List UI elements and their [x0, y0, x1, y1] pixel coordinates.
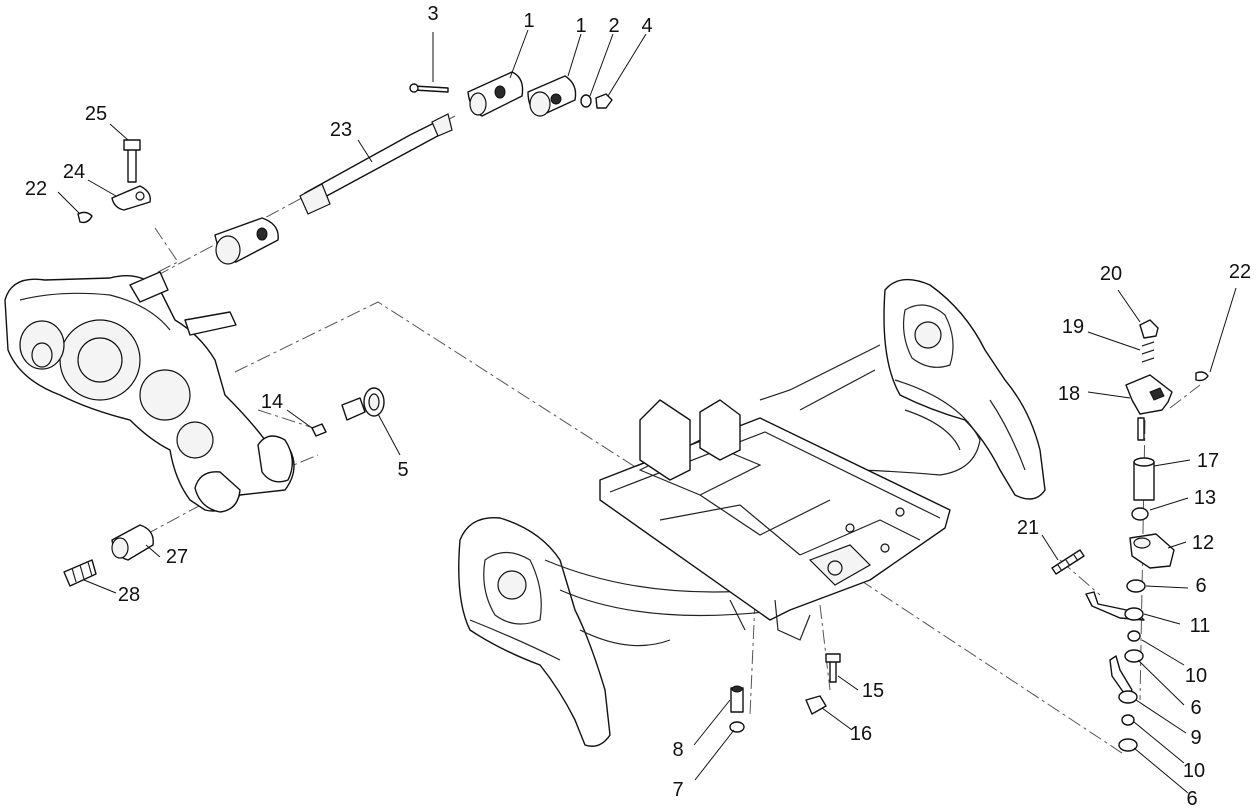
callout-13: 13: [1194, 487, 1216, 509]
callout-12: 12: [1192, 532, 1214, 554]
callout-6: 6: [1190, 697, 1201, 719]
callout-23: 23: [330, 119, 352, 141]
leader-lines: [57, 29, 1237, 794]
transmission-housing: [4, 271, 295, 513]
callout-10: 10: [1185, 665, 1207, 687]
callout-22: 22: [1229, 261, 1251, 283]
callout-1: 1: [575, 15, 586, 37]
callout-1: 1: [523, 10, 534, 32]
callout-22: 22: [25, 178, 47, 200]
callout-5: 5: [397, 459, 408, 481]
callouts: 3 1 1 2 4 25 23 24 22 20 22 19 18 17 13 …: [25, 3, 1251, 810]
callout-27: 27: [166, 546, 188, 568]
shift-assembly: [1051, 319, 1209, 752]
callout-25: 25: [85, 103, 107, 125]
callout-14: 14: [261, 391, 283, 413]
drive-shaft-group: [77, 71, 613, 265]
callout-9: 9: [1190, 727, 1201, 749]
callout-15: 15: [862, 680, 884, 702]
callout-24: 24: [63, 161, 85, 183]
callout-19: 19: [1062, 316, 1084, 338]
callout-4: 4: [641, 15, 652, 37]
callout-28: 28: [118, 584, 140, 606]
callout-21: 21: [1017, 517, 1039, 539]
callout-16: 16: [850, 723, 872, 745]
callout-3: 3: [427, 3, 438, 25]
chassis-frame: [458, 278, 1046, 747]
transmission-hardware: [63, 387, 385, 587]
callout-17: 17: [1197, 450, 1219, 472]
frame-fasteners: [729, 653, 841, 733]
callout-8: 8: [672, 739, 683, 761]
callout-20: 20: [1100, 263, 1122, 285]
callout-10: 10: [1183, 760, 1205, 782]
callout-7: 7: [672, 779, 683, 801]
callout-11: 11: [1190, 615, 1211, 637]
callout-2: 2: [608, 15, 619, 37]
callout-6: 6: [1195, 575, 1206, 597]
callout-18: 18: [1058, 383, 1080, 405]
callout-6: 6: [1186, 788, 1197, 810]
